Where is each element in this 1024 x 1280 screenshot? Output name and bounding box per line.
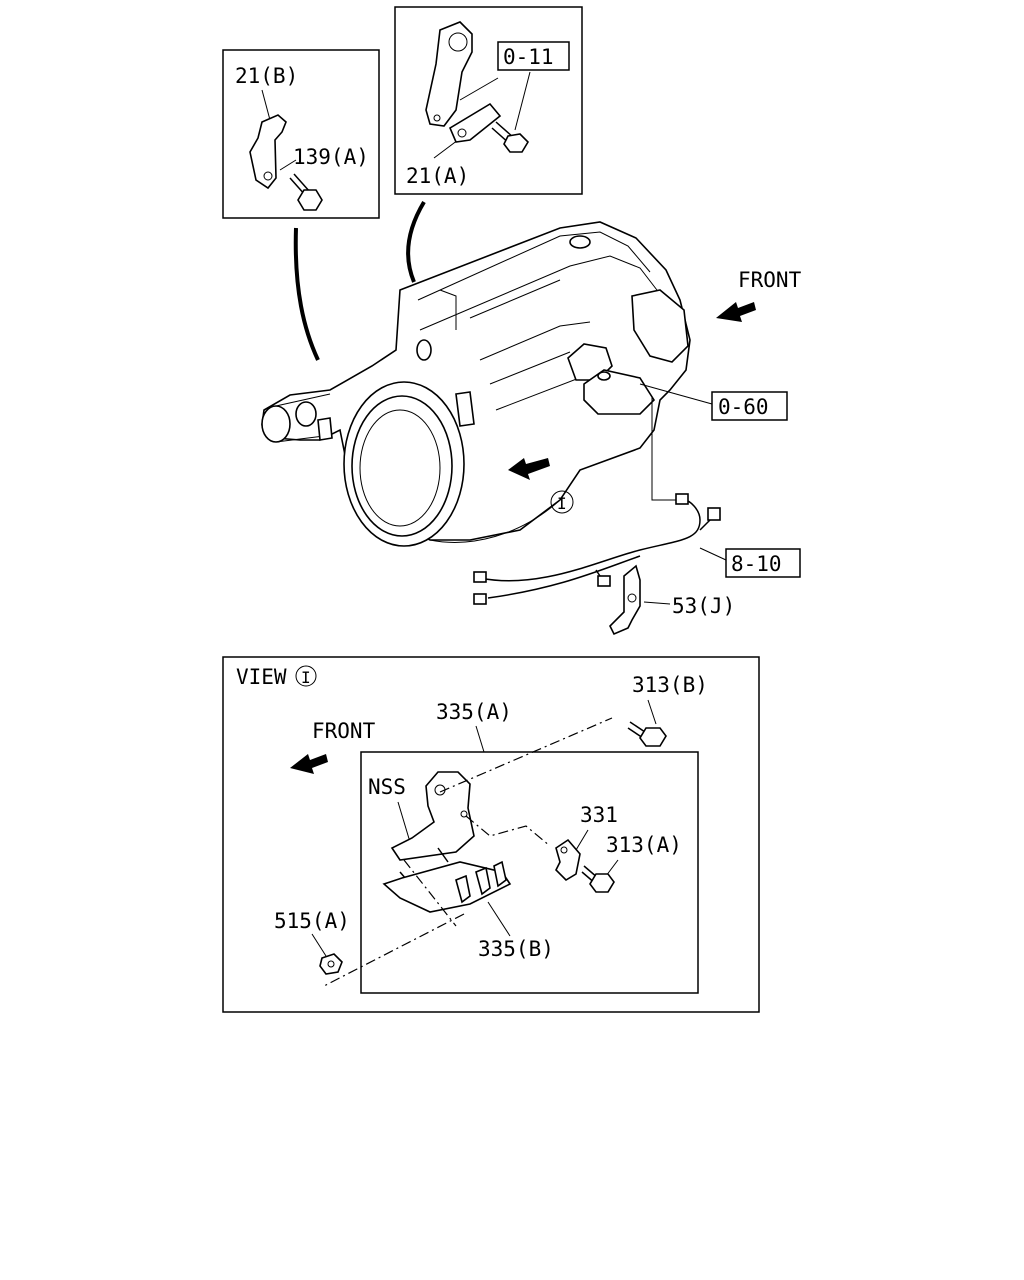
- view-marker-engine: I: [557, 494, 567, 513]
- wiring-harness-8-10: 8-10: [473, 396, 801, 605]
- inset-box-21b: 21(B) 139(A): [222, 49, 380, 219]
- front-indicator-top: FRONT: [716, 268, 802, 322]
- callout-0-60[interactable]: 0-60: [639, 383, 788, 421]
- ref-box-0-11[interactable]: [497, 41, 570, 71]
- view-title: VIEW: [236, 665, 287, 689]
- label-21a: 21(A): [406, 164, 469, 188]
- ref-box-8-10[interactable]: [725, 548, 801, 578]
- front-arrow-top-icon: [716, 302, 756, 322]
- label-21b: 21(B): [235, 64, 298, 88]
- view-marker: I: [301, 668, 311, 687]
- label-515a: 515(A): [274, 909, 350, 933]
- label-313b: 313(B): [632, 673, 708, 697]
- engine-block: [261, 221, 691, 547]
- guide-arc-right: [406, 200, 426, 283]
- inset-box-21a: 0-11 21(A): [394, 6, 583, 195]
- label-139a: 139(A): [293, 145, 369, 169]
- clip-53j-part: 53(J): [609, 564, 735, 636]
- label-0-11: 0-11: [503, 45, 554, 69]
- bracket-21b-part: [249, 114, 287, 190]
- label-8-10: 8-10: [731, 552, 782, 576]
- detail-inner-box: [360, 751, 699, 994]
- bolt-313b-part: [627, 721, 667, 747]
- heat-shield-335b-part: [382, 860, 512, 913]
- label-nss: NSS: [368, 775, 406, 799]
- front-label-view: FRONT: [312, 719, 376, 743]
- label-335b: 335(B): [478, 937, 554, 961]
- label-313a: 313(A): [606, 833, 682, 857]
- nut-515a-part: [319, 953, 343, 975]
- bolt-313a-part: [581, 865, 615, 893]
- bracket-21a-part: [425, 21, 502, 143]
- view-i-arrow: I: [508, 458, 574, 514]
- bolt-inset-a-part: [491, 121, 530, 153]
- front-arrow-view-icon: [290, 754, 328, 774]
- label-331: 331: [580, 803, 618, 827]
- front-label-top: FRONT: [738, 268, 802, 292]
- guide-arc-left: [293, 227, 320, 361]
- label-335a: 335(A): [436, 700, 512, 724]
- view-i-panel: VIEW I FRONT 313(B) 335(A) NSS: [222, 656, 760, 1013]
- clip-331-part: [555, 838, 581, 882]
- bolt-139a-part: [289, 173, 323, 211]
- label-0-60: 0-60: [718, 395, 769, 419]
- label-53j: 53(J): [672, 594, 735, 618]
